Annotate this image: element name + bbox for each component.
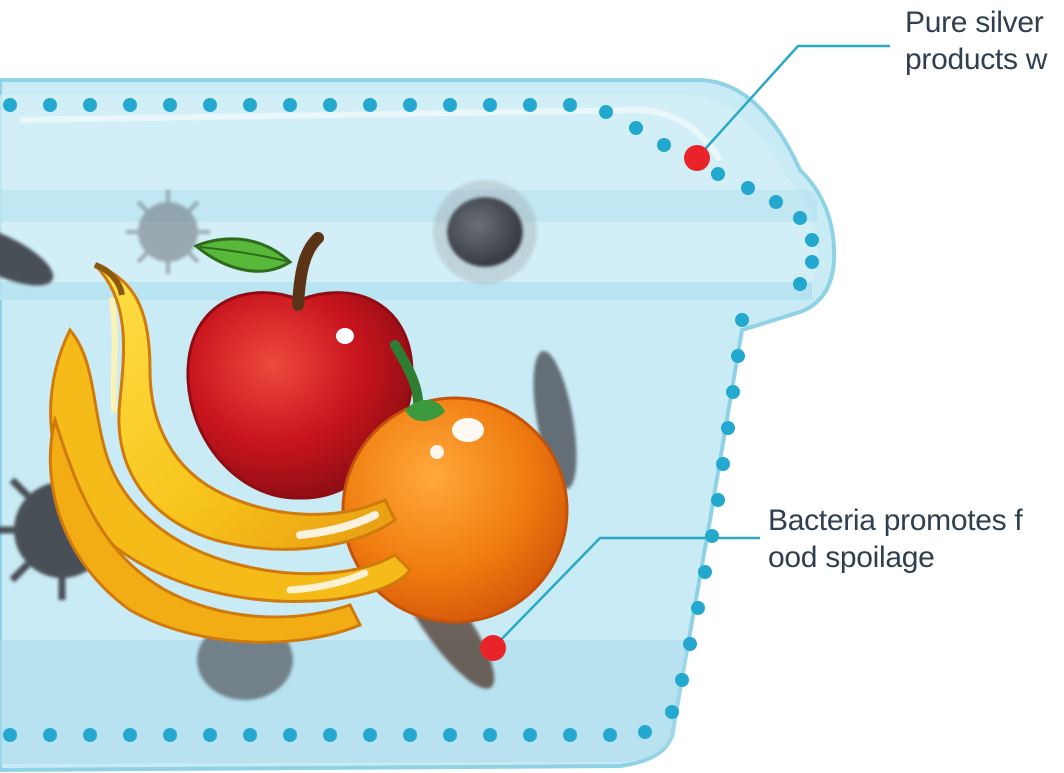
bacteria-marker-dot bbox=[480, 635, 506, 661]
silver-callout-text: Pure silver products w bbox=[905, 4, 1047, 78]
silver-callout-line-1: Pure silver bbox=[905, 4, 1047, 41]
orange-highlight bbox=[452, 418, 484, 442]
germ-icon bbox=[433, 180, 537, 284]
bacteria-callout-line-1: Bacteria promotes f bbox=[768, 502, 1022, 539]
silver-callout-line-2: products w bbox=[905, 41, 1047, 78]
container-floor bbox=[0, 640, 690, 764]
germ-icon bbox=[126, 190, 210, 274]
lid-band bbox=[0, 190, 817, 222]
bacteria-callout-line-2: ood spoilage bbox=[768, 539, 1022, 576]
apple-highlight bbox=[336, 328, 354, 344]
bacteria-callout-text: Bacteria promotes f ood spoilage bbox=[768, 502, 1022, 576]
silver-marker-dot bbox=[684, 145, 710, 171]
